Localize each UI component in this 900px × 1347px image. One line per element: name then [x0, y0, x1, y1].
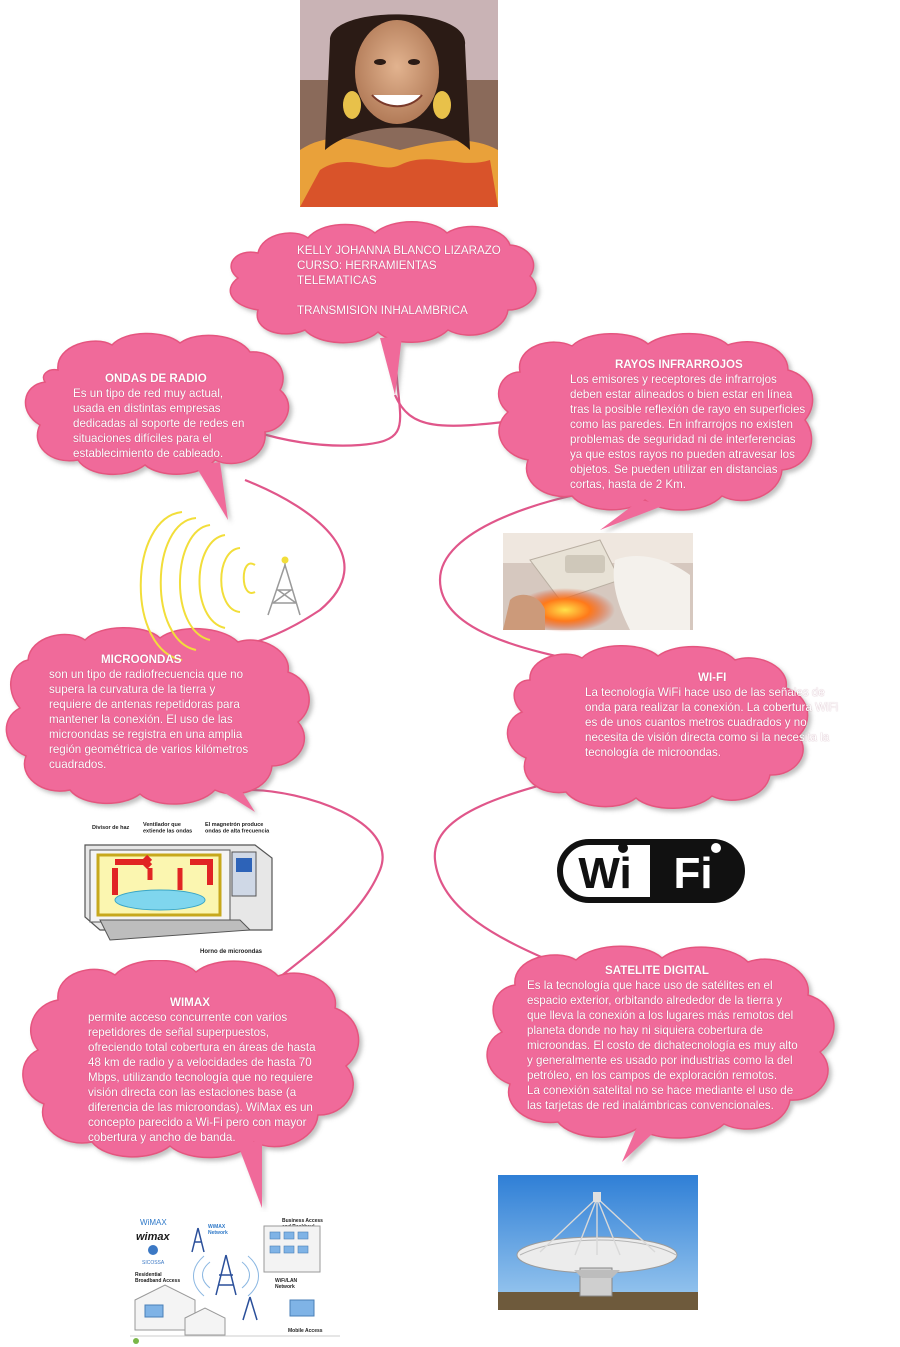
wimax-logo-big: wimax: [136, 1231, 171, 1243]
central-line-3: TELEMATICAS: [297, 274, 377, 287]
microondas-title: MICROONDAS: [101, 653, 182, 666]
rayos-infrarrojos-body: Los emisores y receptores de infrarrojos…: [570, 373, 806, 491]
cloud-satelite-shape: [486, 945, 835, 1139]
central-node-text: KELLY JOHANNA BLANCO LIZARAZO CURSO: HER…: [297, 243, 537, 318]
wifi-logo-wi: Wi: [578, 849, 631, 898]
central-line-4: [297, 288, 537, 303]
cloud-central: [229, 221, 537, 395]
cloud-wimax: [22, 959, 360, 1208]
ondas-radio-title: ONDAS DE RADIO: [105, 372, 207, 385]
connector-lines: [244, 339, 601, 986]
wifi-body: La tecnología WiFi hace uso de las señal…: [585, 686, 839, 759]
ondas-radio-body: Es un tipo de red muy actual, usada en d…: [73, 387, 245, 460]
rayos-infrarrojos-node-text: RAYOS INFRARROJOS Los emisores y recepto…: [570, 357, 830, 492]
connector-microondas-wimax: [249, 788, 384, 986]
cloud-wimax-shape: [22, 959, 360, 1159]
cloud-wifi-shape: [506, 645, 809, 809]
wifi-logo-fi: Fi: [673, 849, 712, 898]
microwave-label-divisor: Divisor de haz: [92, 825, 130, 831]
portrait-photo: [300, 0, 498, 207]
wifi-logo: Wi Fi: [557, 839, 745, 903]
satelite-node-text: SATELITE DIGITAL Es la tecnología que ha…: [527, 963, 827, 1113]
cloud-microondas: [5, 627, 310, 812]
satellite-dish-photo: [498, 1175, 698, 1310]
microondas-body: son un tipo de radiofrecuencia que no su…: [49, 668, 249, 771]
connector-radio-microondas: [244, 478, 346, 647]
wifi-logo-fi-block: [650, 839, 745, 903]
rayos-infrarrojos-title: RAYOS INFRARROJOS: [615, 358, 743, 371]
central-line-2: CURSO: HERRAMIENTAS: [297, 259, 437, 272]
connector-central-radio: [249, 339, 402, 447]
cloud-rayos-infrarrojos-shape: [497, 332, 814, 511]
connector-wifi-satelite: [433, 768, 601, 967]
connector-infrared-wifi: [438, 488, 601, 667]
cloud-rayos-infrarrojos: [497, 332, 814, 530]
cloud-ondas-radio-shape: [24, 332, 290, 476]
wifi-title: WI-FI: [698, 671, 727, 684]
radio-antenna-image: [139, 511, 301, 661]
ondas-radio-node-text: ONDAS DE RADIO Es un tipo de red muy act…: [73, 371, 273, 461]
wimax-logo-small: WiMAX: [140, 1218, 167, 1227]
central-line-1: KELLY JOHANNA BLANCO LIZARAZO: [297, 244, 501, 257]
connector-central-infrared: [393, 394, 521, 427]
cloud-central-shape: [229, 221, 537, 344]
wimax-body: permite acceso concurrente con varios re…: [88, 1011, 316, 1144]
wimax-label-mobile: Mobile Access: [288, 1328, 323, 1334]
infrared-device-photo: [503, 533, 693, 632]
cloud-satelite: [486, 945, 835, 1162]
microwave-caption: Horno de microondas: [200, 949, 263, 955]
wifi-node-text: WI-FI La tecnología WiFi hace uso de las…: [585, 670, 865, 760]
satelite-body: Es la tecnología que hace uso de satélit…: [527, 979, 798, 1112]
wimax-node-text: WIMAX permite acceso concurrente con var…: [88, 995, 348, 1145]
cloud-ondas-radio: [24, 332, 290, 520]
wimax-title: WIMAX: [170, 996, 210, 1009]
cloud-microondas-shape: [5, 627, 310, 805]
central-line-5: TRANSMISION INHALAMBRICA: [297, 304, 468, 317]
cloud-wifi: [506, 645, 809, 809]
satelite-title: SATELITE DIGITAL: [605, 964, 709, 977]
wimax-logo-sub: SICOSSA: [142, 1260, 165, 1266]
microondas-node-text: MICROONDAS son un tipo de radiofrecuenci…: [49, 652, 299, 772]
